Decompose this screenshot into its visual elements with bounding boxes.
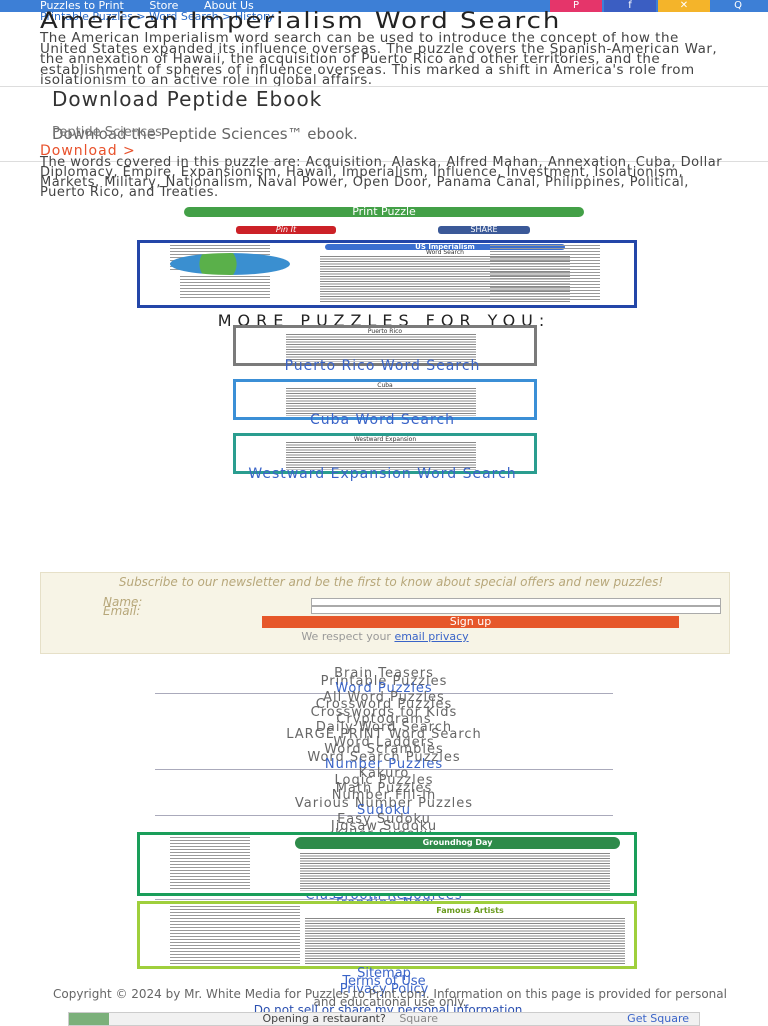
thumb-grid bbox=[286, 442, 476, 470]
featured-puzzle-thumb[interactable]: Groundhog Day bbox=[137, 832, 637, 896]
category-link[interactable]: Easy Sudoku bbox=[337, 811, 431, 827]
category-link[interactable]: Word Scrambles bbox=[324, 742, 444, 757]
nav-link-store[interactable]: Store bbox=[149, 0, 179, 12]
letter-grid bbox=[300, 853, 610, 891]
featured-puzzle-thumb[interactable]: Famous Artists bbox=[137, 901, 637, 969]
category-link[interactable]: Various Number Puzzles bbox=[294, 795, 474, 811]
ad-cta[interactable]: Get Square bbox=[627, 1012, 689, 1025]
ad-sponsor: Square bbox=[399, 1012, 439, 1025]
category-link[interactable]: Cryptograms bbox=[336, 712, 432, 727]
nav-link-about[interactable]: About Us bbox=[203, 0, 254, 12]
pinterest-icon[interactable]: P bbox=[550, 0, 602, 12]
globe-image bbox=[170, 253, 290, 275]
category-link[interactable]: Printable Puzzles bbox=[320, 673, 448, 689]
category-link[interactable]: Kakuro bbox=[358, 765, 410, 781]
ad-image bbox=[69, 1013, 109, 1025]
search-icon[interactable]: Q bbox=[712, 0, 764, 12]
newsletter-text: Subscribe to our newsletter and be the f… bbox=[118, 575, 664, 589]
nav-links: Puzzles to Print Store About Us bbox=[0, 0, 768, 12]
email-label: Email: bbox=[103, 604, 141, 618]
puzzle-title: US Imperialism bbox=[325, 244, 565, 251]
related-puzzle-thumb[interactable]: Puerto Rico bbox=[233, 325, 537, 366]
word-list bbox=[170, 837, 250, 891]
ad-download-link[interactable]: Download > bbox=[40, 143, 136, 159]
copyright-text: Copyright © 2024 by Mr. White Media for … bbox=[53, 987, 727, 1009]
nav-link-home[interactable]: Puzzles to Print bbox=[40, 0, 124, 12]
related-puzzle-link[interactable]: Cuba Word Search bbox=[309, 412, 456, 428]
category-link[interactable]: Daily Word Search bbox=[315, 719, 453, 735]
puzzle-subtitle: Word Search bbox=[426, 249, 464, 256]
privacy-prefix: We respect your bbox=[301, 630, 391, 643]
letter-grid bbox=[305, 918, 625, 964]
word-list-lower bbox=[180, 276, 270, 300]
word-list bbox=[170, 906, 300, 964]
category-heading[interactable]: Number Puzzles bbox=[155, 758, 613, 771]
category-link[interactable]: Jigsaw Sudoku bbox=[330, 819, 438, 834]
name-input[interactable] bbox=[311, 598, 721, 606]
twitter-icon[interactable]: ✕ bbox=[658, 0, 710, 12]
category-heading[interactable]: Sudoku bbox=[155, 804, 613, 817]
bottom-ad-banner[interactable]: Opening a restaurant? Square Get Square bbox=[68, 1012, 700, 1026]
sitemap-link[interactable]: Sitemap bbox=[357, 966, 411, 981]
footer-links: Sitemap Terms of Use Privacy Policy bbox=[0, 966, 768, 997]
category-link[interactable]: Brain Teasers bbox=[334, 666, 434, 681]
category-heading[interactable]: Word Puzzles bbox=[155, 682, 613, 695]
related-puzzle-link[interactable]: Westward Expansion Word Search bbox=[248, 466, 517, 482]
facebook-share-button[interactable]: SHARE bbox=[438, 226, 530, 234]
words-covered-text: The words covered in this puzzle are: Ac… bbox=[40, 155, 723, 200]
thumb-title: Westward Expansion bbox=[353, 436, 417, 443]
category-link[interactable]: Crossword Puzzles bbox=[315, 697, 453, 712]
privacy-policy-link[interactable]: Privacy Policy bbox=[339, 982, 429, 997]
thumb-title: Puerto Rico bbox=[367, 328, 403, 335]
category-link[interactable]: Word Ladders bbox=[333, 734, 435, 750]
top-nav: Puzzles to Print Store About Us P f ✕ Q bbox=[0, 0, 768, 12]
category-link[interactable]: All Word Puzzles bbox=[323, 689, 445, 705]
category-link[interactable]: LARGE PRINT Word Search bbox=[286, 727, 482, 742]
category-link[interactable]: Crosswords for Kids bbox=[310, 704, 458, 720]
newsletter-form: Subscribe to our newsletter and be the f… bbox=[40, 572, 730, 654]
name-label: Name: bbox=[103, 595, 143, 609]
category-link[interactable]: Number Fill-In bbox=[331, 788, 437, 803]
terms-link[interactable]: Terms of Use bbox=[342, 974, 426, 989]
category-link[interactable]: Math Puzzles bbox=[335, 780, 433, 796]
ad-description: Download the Peptide Sciences™ ebook. bbox=[52, 125, 358, 143]
thumb-grid bbox=[286, 388, 476, 416]
email-privacy-link[interactable]: email privacy bbox=[394, 630, 469, 643]
breadcrumb[interactable]: Printable Puzzles > Word Search > Histor… bbox=[40, 10, 274, 23]
ad-text: Opening a restaurant? bbox=[262, 1012, 386, 1025]
social-icons: P f ✕ Q bbox=[550, 0, 764, 12]
ad-banner[interactable]: Download Peptide Ebook Download the Pept… bbox=[0, 86, 768, 162]
page-title: American Imperialism Word Search bbox=[40, 8, 562, 35]
facebook-icon[interactable]: f bbox=[604, 0, 656, 12]
category-link[interactable]: Logic Puzzles bbox=[334, 773, 434, 788]
privacy-note: We respect your email privacy bbox=[41, 630, 729, 643]
sign-up-button[interactable]: Sign up bbox=[262, 616, 679, 628]
pin-it-button[interactable]: Pin It bbox=[236, 226, 336, 234]
ad-title[interactable]: Download Peptide Ebook bbox=[52, 87, 323, 111]
thumb-grid bbox=[286, 334, 476, 362]
copyright: Copyright © 2024 by Mr. White Media for … bbox=[40, 987, 740, 1016]
puzzle-preview[interactable]: US Imperialism Word Search bbox=[137, 240, 637, 308]
intro-text: The American Imperialism word search can… bbox=[40, 30, 718, 88]
category-link[interactable]: Word Search Puzzles bbox=[307, 749, 461, 765]
thumb-title: Cuba bbox=[377, 382, 393, 389]
related-puzzle-link[interactable]: Puerto Rico Word Search bbox=[284, 358, 481, 374]
related-puzzle-thumb[interactable]: Westward Expansion bbox=[233, 433, 537, 474]
word-bank bbox=[490, 245, 600, 301]
print-puzzle-button[interactable]: Print Puzzle bbox=[184, 206, 584, 217]
featured-title: Famous Artists bbox=[436, 906, 504, 915]
email-input[interactable] bbox=[311, 606, 721, 614]
ad-source: Peptide Sciences bbox=[52, 125, 162, 140]
featured-title: Groundhog Day bbox=[295, 837, 620, 849]
related-puzzle-thumb[interactable]: Cuba bbox=[233, 379, 537, 420]
